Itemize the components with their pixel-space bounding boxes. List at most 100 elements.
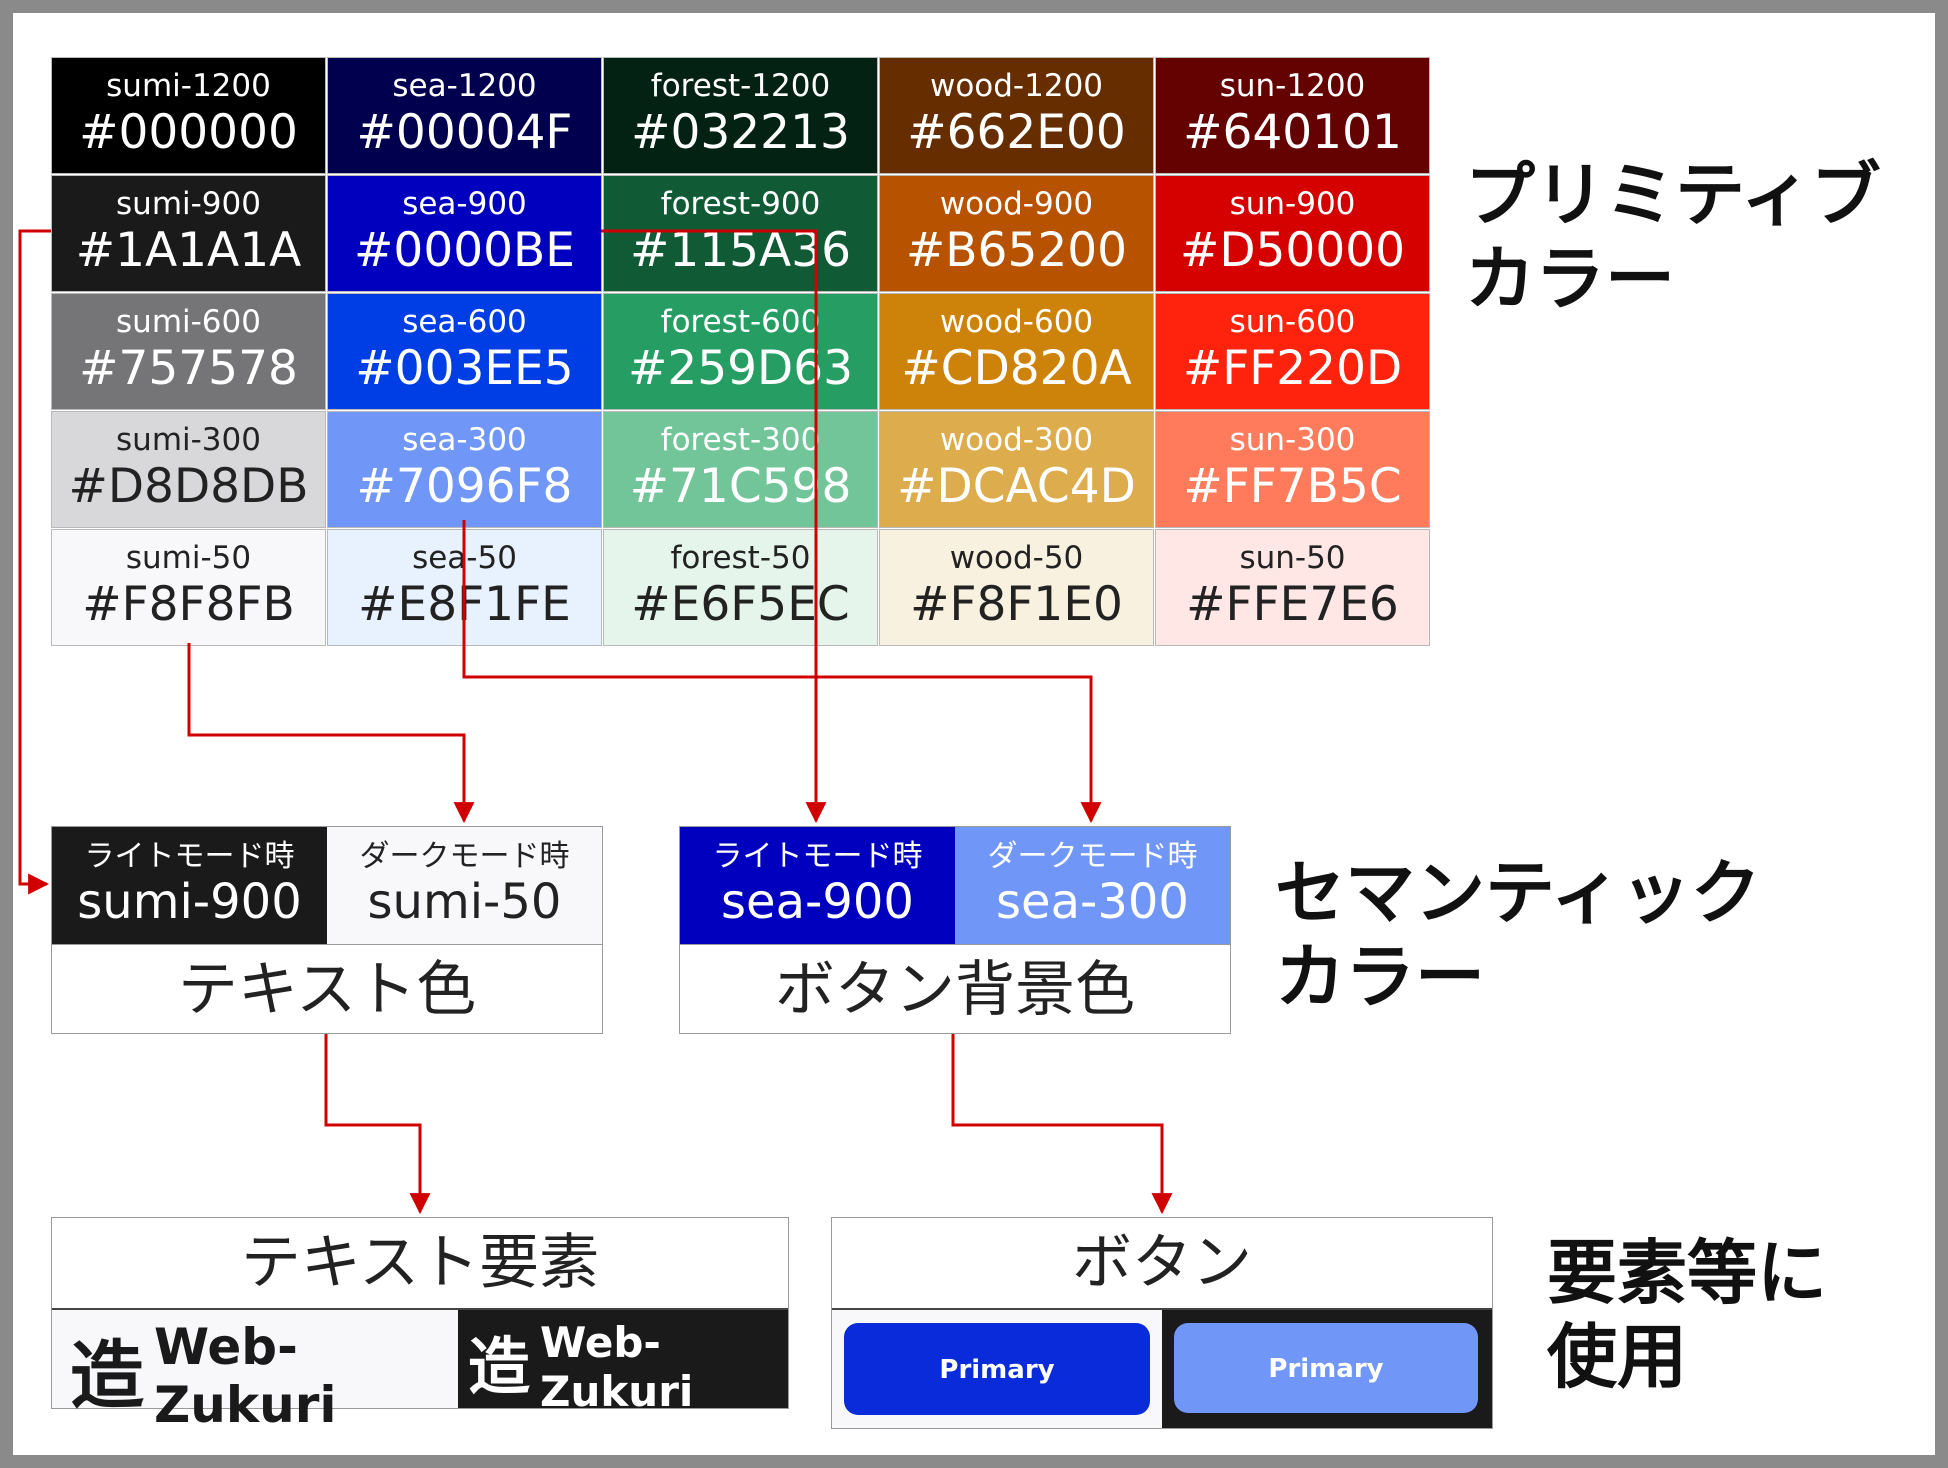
usage-title-line2: 使用	[1547, 1316, 1687, 1398]
swatch-name: sumi-1200	[106, 68, 271, 104]
swatch-sun-600: sun-600#FF220D	[1155, 293, 1430, 410]
swatch-hex: #000000	[79, 105, 298, 160]
swatch-sun-1200: sun-1200#640101	[1155, 57, 1430, 174]
swatch-hex: #DCAC4D	[897, 459, 1136, 514]
swatch-name: sea-1200	[392, 68, 537, 104]
primary-button[interactable]: Primary	[1174, 1323, 1478, 1413]
dark-mode-label: ダークモード時	[359, 839, 570, 874]
swatch-hex: #0000BE	[354, 223, 575, 278]
semantic-text-dark-mode: ダークモード時 sumi-50	[327, 827, 602, 944]
divider	[832, 1308, 1492, 1310]
swatch-sumi-50: sumi-50#F8F8FB	[51, 529, 326, 646]
logo-light-mode: 造 Web-Zukuri	[52, 1310, 458, 1434]
swatch-name: wood-900	[939, 186, 1094, 222]
button-light-mode-preview: Primary	[832, 1310, 1162, 1428]
swatch-name: wood-1200	[929, 68, 1104, 104]
arrow-button-bg-to-button	[951, 1034, 1173, 1215]
swatch-name: forest-1200	[650, 68, 831, 104]
swatch-hex: #CD820A	[901, 341, 1132, 396]
swatch-name: sun-50	[1239, 540, 1346, 576]
swatch-name: sun-900	[1229, 186, 1356, 222]
dark-mode-token: sea-300	[996, 874, 1189, 930]
primitive-title-line2: カラー	[1465, 238, 1675, 320]
swatch-sumi-600: sumi-600#757578	[51, 293, 326, 410]
semantic-button-bg-label: ボタン背景色	[680, 944, 1230, 1035]
swatch-hex: #E6F5EC	[631, 577, 850, 632]
swatch-wood-50: wood-50#F8F1E0	[879, 529, 1154, 646]
semantic-title-line1: セマンティック	[1275, 852, 1761, 934]
arrow-sumi900-to-light	[18, 229, 51, 895]
swatch-hex: #662E00	[907, 105, 1126, 160]
swatch-name: wood-300	[939, 422, 1094, 458]
light-mode-label: ライトモード時	[712, 839, 923, 874]
swatch-sea-1200: sea-1200#00004F	[327, 57, 602, 174]
arrow-sea300-to-dark	[462, 520, 1102, 824]
swatch-forest-50: forest-50#E6F5EC	[603, 529, 878, 646]
light-mode-token: sumi-900	[77, 874, 302, 930]
swatch-forest-300: forest-300#71C598	[603, 411, 878, 528]
swatch-name: forest-50	[670, 540, 811, 576]
light-mode-token: sea-900	[721, 874, 914, 930]
semantic-text-color-box: ライトモード時 sumi-900 ダークモード時 sumi-50 テキスト色	[51, 826, 603, 1034]
primitive-color-title: プリミティブ カラー	[1465, 153, 1881, 321]
swatch-name: sea-600	[402, 304, 527, 340]
swatch-hex: #F8F1E0	[910, 577, 1123, 632]
usage-title-line1: 要素等に	[1547, 1232, 1827, 1314]
swatch-hex: #D50000	[1179, 223, 1406, 278]
swatch-name: sun-300	[1229, 422, 1356, 458]
swatch-hex: #032213	[631, 105, 850, 160]
swatch-hex: #00004F	[356, 105, 573, 160]
logo-wordmark: Web-Zukuri	[540, 1318, 694, 1416]
connector-arrows	[18, 229, 1173, 1215]
button-title: ボタン	[1072, 1228, 1252, 1298]
swatch-sun-50: sun-50#FFE7E6	[1155, 529, 1430, 646]
web-zukuri-logo[interactable]: 造 Web-Zukuri	[468, 1318, 788, 1416]
logo-dark-mode: 造 Web-Zukuri	[458, 1310, 788, 1416]
swatch-hex: #71C598	[629, 459, 852, 514]
swatch-name: sun-600	[1229, 304, 1356, 340]
semantic-text-light-mode: ライトモード時 sumi-900	[52, 827, 327, 944]
swatch-hex: #1A1A1A	[75, 223, 302, 278]
swatch-wood-600: wood-600#CD820A	[879, 293, 1154, 410]
swatch-name: sumi-600	[116, 304, 261, 340]
swatch-hex: #757578	[79, 341, 298, 396]
divider	[52, 1308, 788, 1310]
dark-mode-label: ダークモード時	[987, 839, 1198, 874]
swatch-hex: #7096F8	[356, 459, 573, 514]
swatch-hex: #640101	[1183, 105, 1402, 160]
web-zukuri-logo[interactable]: 造 Web-Zukuri	[70, 1318, 458, 1434]
primary-button[interactable]: Primary	[844, 1323, 1150, 1415]
swatch-name: forest-900	[660, 186, 821, 222]
semantic-button-dark-mode: ダークモード時 sea-300	[955, 827, 1230, 944]
swatch-sea-600: sea-600#003EE5	[327, 293, 602, 410]
swatch-name: forest-600	[660, 304, 821, 340]
swatch-name: sumi-900	[116, 186, 261, 222]
semantic-title-line2: カラー	[1275, 936, 1485, 1018]
dark-mode-token: sumi-50	[367, 874, 562, 930]
swatch-name: sun-1200	[1219, 68, 1366, 104]
button-dark-mode-preview: Primary	[1162, 1310, 1492, 1428]
logo-wordmark: Web-Zukuri	[154, 1318, 337, 1434]
swatch-name: sea-300	[402, 422, 527, 458]
arrow-sumi50-to-dark	[187, 643, 475, 824]
swatch-forest-1200: forest-1200#032213	[603, 57, 878, 174]
arrow-sea900-to-light	[601, 229, 827, 824]
text-element-title: テキスト要素	[240, 1228, 600, 1298]
swatch-sea-900: sea-900#0000BE	[327, 175, 602, 292]
semantic-button-bg-box: ライトモード時 sea-900 ダークモード時 sea-300 ボタン背景色	[679, 826, 1231, 1034]
swatch-hex: #FF7B5C	[1183, 459, 1402, 514]
swatch-name: forest-300	[660, 422, 821, 458]
swatch-sun-300: sun-300#FF7B5C	[1155, 411, 1430, 528]
swatch-hex: #D8D8DB	[68, 459, 309, 514]
swatch-name: sumi-300	[116, 422, 261, 458]
swatch-hex: #B65200	[905, 223, 1128, 278]
swatch-sumi-300: sumi-300#D8D8DB	[51, 411, 326, 528]
swatch-sumi-900: sumi-900#1A1A1A	[51, 175, 326, 292]
swatch-hex: #FF220D	[1182, 341, 1403, 396]
usage-title: 要素等に 使用	[1547, 1231, 1827, 1399]
swatch-wood-1200: wood-1200#662E00	[879, 57, 1154, 174]
primitive-title-line1: プリミティブ	[1465, 154, 1881, 236]
swatch-hex: #F8F8FB	[82, 577, 295, 632]
logo-kanji: 造	[468, 1330, 531, 1403]
